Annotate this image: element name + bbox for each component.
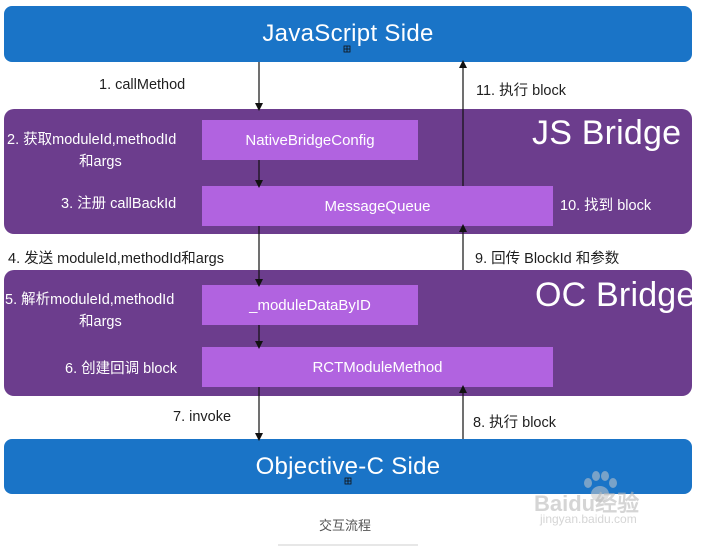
objective-c-side-title: Objective-C Side <box>255 452 441 480</box>
watermark-brand: Baidu经验 <box>534 491 640 516</box>
native-bridge-config-label: NativeBridgeConfig <box>245 131 375 149</box>
module-data-by-id-label: _moduleDataByID <box>249 296 371 314</box>
step-11-label: 11. 执行 block <box>476 83 566 99</box>
rct-module-method-label: RCTModuleMethod <box>312 358 443 376</box>
message-queue-label: MessageQueue <box>324 197 431 215</box>
step-9-label: 9. 回传 BlockId 和参数 <box>475 251 620 267</box>
paw-logo-icon <box>584 471 617 502</box>
baidu-watermark: Baidu经验 jingyan.baidu.com <box>530 470 700 530</box>
diagram-caption: 交互流程 <box>319 518 372 533</box>
rct-module-method-box: RCTModuleMethod <box>202 347 553 387</box>
step-10-label: 10. 找到 block <box>560 198 652 214</box>
native-bridge-config-box: NativeBridgeConfig <box>202 120 418 160</box>
step-8-label: 8. 执行 block <box>473 415 556 431</box>
oc-bridge-title: OC Bridge <box>535 276 696 314</box>
js-bridge-title: JS Bridge <box>532 114 682 152</box>
step-5-line-2: 和args <box>79 314 122 330</box>
javascript-side-title: JavaScript Side <box>262 20 434 47</box>
plus-handle-icon <box>344 477 352 485</box>
step-2-line-2: 和args <box>79 154 122 170</box>
module-data-by-id-box: _moduleDataByID <box>202 285 418 325</box>
watermark-url: jingyan.baidu.com <box>540 512 637 526</box>
step-2-line-1: 2. 获取moduleId,methodId <box>7 132 177 148</box>
javascript-side-bar: JavaScript Side <box>4 6 692 62</box>
step-4-label: 4. 发送 moduleId,methodId和args <box>8 251 224 267</box>
step-1-label: 1. callMethod <box>99 77 186 93</box>
step-3-label: 3. 注册 callBackId <box>61 196 177 212</box>
message-queue-box: MessageQueue <box>202 186 553 226</box>
step-5-line-1: 5. 解析moduleId,methodId <box>5 292 175 308</box>
step-5-label: 5. 解析moduleId,methodId 和args <box>5 289 174 333</box>
plus-handle-icon <box>343 45 351 53</box>
step-7-label: 7. invoke <box>173 409 232 425</box>
step-6-label: 6. 创建回调 block <box>65 361 177 377</box>
objective-c-side-bar: Objective-C Side <box>4 439 692 494</box>
step-2-label: 2. 获取moduleId,methodId 和args <box>7 129 176 173</box>
